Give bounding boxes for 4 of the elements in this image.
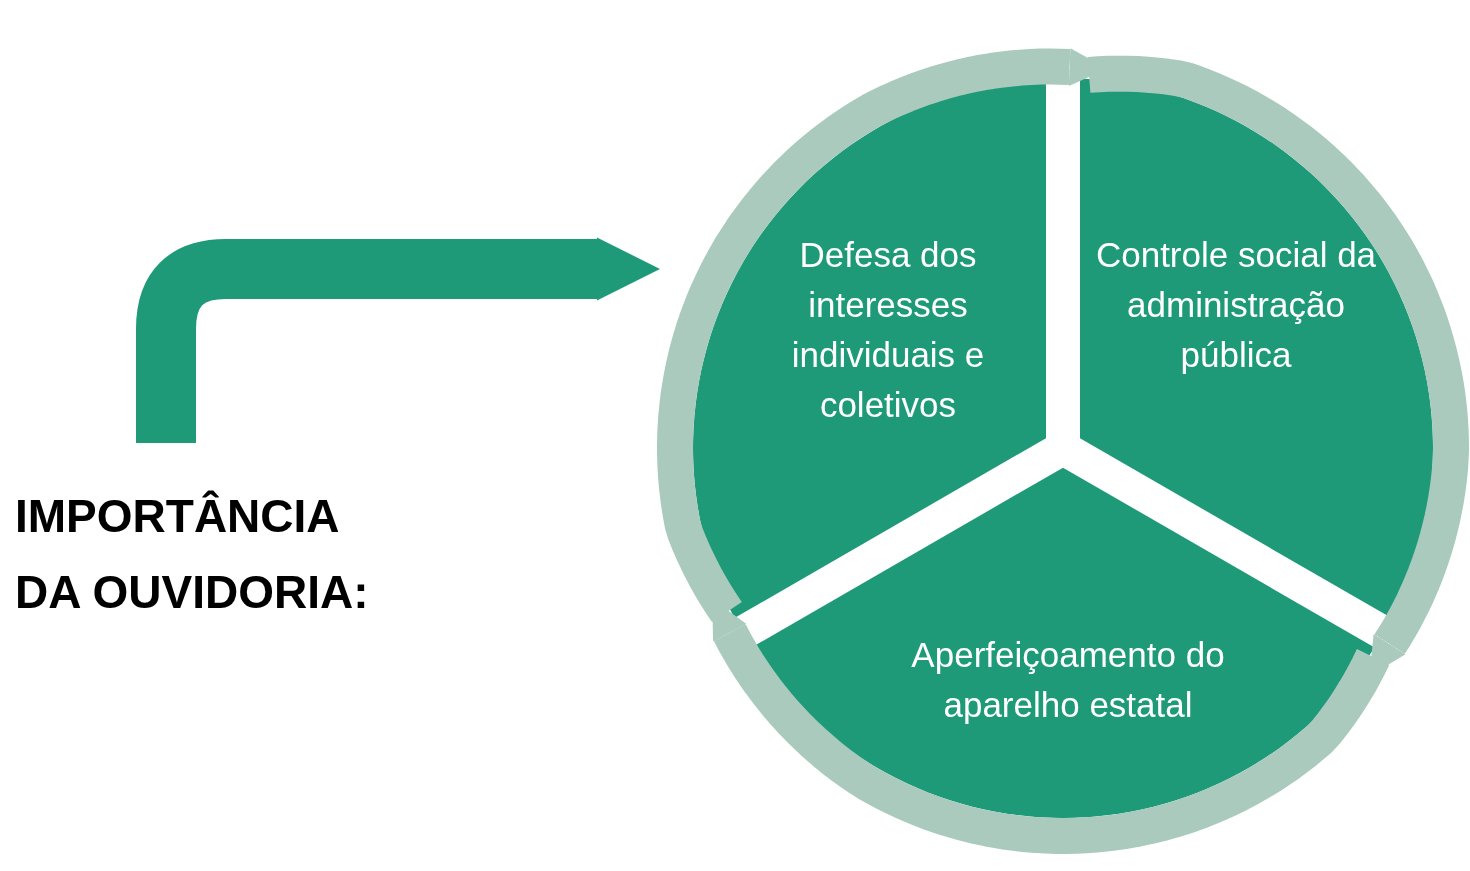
segment-label: Aperfeiçoamento do aparelho estatal [910,634,1226,726]
segment-label: Controle social da administração pública [1094,234,1378,376]
segment-label: Defesa dos interesses individuais e coletivos [790,234,986,426]
heading: IMPORTÂNCIA DA OUVIDORIA: [15,478,385,630]
